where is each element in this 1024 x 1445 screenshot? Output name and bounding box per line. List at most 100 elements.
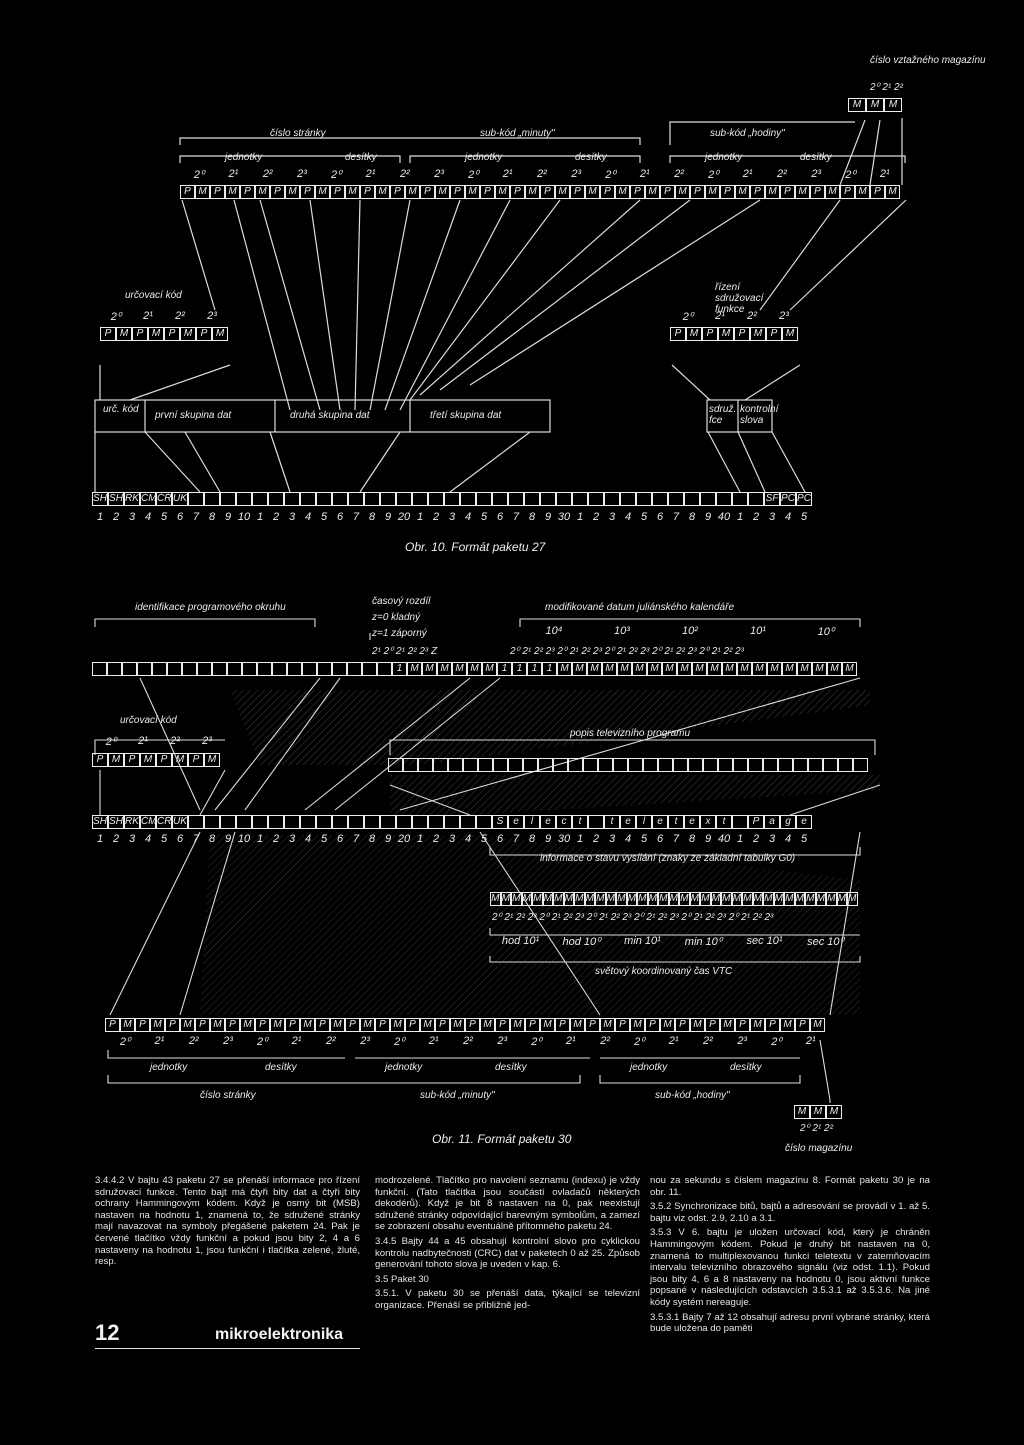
packet-cell: M: [692, 662, 707, 676]
power-label: 2¹: [143, 310, 153, 322]
byte-number: 4: [464, 511, 472, 523]
pm-cell: M: [140, 753, 156, 767]
power-label: 2¹: [138, 735, 148, 747]
power-label: 2⁰: [119, 1036, 131, 1048]
pm-cell: P: [124, 753, 140, 767]
jednotky-b: jednotky: [150, 1062, 188, 1073]
byte-cell: [476, 815, 492, 829]
packet-cell: M: [662, 662, 677, 676]
select-cell: e: [508, 815, 524, 829]
urcovaci-kod-label: určovací kód: [125, 290, 182, 301]
popis-cell: [628, 758, 643, 772]
power-label: 2²: [399, 168, 410, 180]
byte-cell: [508, 492, 524, 506]
byte-cell: [268, 815, 284, 829]
byte-cell: [204, 815, 220, 829]
paragraph: modrozelené. Tlačítko pro navolení sezna…: [375, 1175, 640, 1233]
pm-cell: P: [375, 1018, 390, 1032]
pm-cell: P: [450, 185, 465, 199]
mag-cell: M: [826, 1105, 842, 1119]
pm-cell: P: [660, 185, 675, 199]
popis-cell: [643, 758, 658, 772]
packet-cell: M: [722, 662, 737, 676]
byte-cell: [220, 815, 236, 829]
pm-cell: P: [750, 185, 765, 199]
pm-cell: P: [255, 1018, 270, 1032]
byte-number: 3: [448, 511, 456, 523]
byte-cell: [652, 492, 668, 506]
paragraph: 3.5.3.1 Bajty 7 až 12 obsahují adresu pr…: [650, 1311, 930, 1335]
packet-cell: M: [437, 662, 452, 676]
popis-cell: [433, 758, 448, 772]
pm-cell: M: [148, 327, 164, 341]
utc-unit: min 10¹: [624, 935, 661, 947]
byte-number: 3: [768, 511, 776, 523]
sub-kod-hodiny-label: sub-kód „hodiny": [710, 128, 785, 139]
text-column-3: nou za sekundu s číslem magazínu 8. Form…: [650, 1175, 930, 1338]
desitky2-label: desítky: [575, 152, 607, 163]
byte-number: 4: [784, 511, 792, 523]
kontrolni-slova: kontrolní slova: [740, 404, 779, 426]
packet-cell: M: [617, 662, 632, 676]
byte-number: 2: [432, 511, 440, 523]
select-cell: P: [748, 815, 764, 829]
pm-cell: M: [212, 327, 228, 341]
pm-cell: P: [465, 1018, 480, 1032]
power-label: 2⁰: [193, 169, 205, 181]
byte-number: 6: [336, 833, 344, 845]
power-label: 2²: [463, 1035, 473, 1047]
byte-number: 7: [672, 511, 680, 523]
packet-cell: [287, 662, 302, 676]
byte-number: 3: [608, 511, 616, 523]
byte-cell: ČM: [140, 492, 156, 506]
popis-cell: [463, 758, 478, 772]
utc-cell: M: [647, 892, 658, 906]
pm-cell: M: [270, 1018, 285, 1032]
utc-cell: M: [626, 892, 637, 906]
select-cell: l: [636, 815, 652, 829]
power-label: 2¹: [291, 1035, 302, 1047]
byte-number: 1: [256, 833, 264, 845]
prvni-skupina: první skupina dat: [155, 410, 232, 421]
byte-cell: [716, 492, 732, 506]
utc-cell: M: [595, 892, 606, 906]
byte-cell: [492, 492, 508, 506]
packet-cell: M: [827, 662, 842, 676]
power-label: 2¹: [879, 168, 890, 180]
packet-cell: [107, 662, 122, 676]
select-cell: e: [652, 815, 668, 829]
byte-cell: [236, 492, 252, 506]
pm-cell: M: [750, 1018, 765, 1032]
power-label: 2¹: [742, 168, 753, 180]
byte-number: 3: [288, 511, 296, 523]
pm-cell: M: [810, 1018, 825, 1032]
popis-cell: [853, 758, 868, 772]
pm-cell: P: [645, 1018, 660, 1032]
power-label: 2²: [747, 310, 757, 322]
packet-cell: [272, 662, 287, 676]
popis-cell: [733, 758, 748, 772]
cislo-stranky-label: číslo stránky: [270, 128, 326, 139]
byte-cell: [604, 492, 620, 506]
packet-cell: M: [677, 662, 692, 676]
byte-cell: UK: [172, 815, 188, 829]
pm-cell: P: [734, 327, 750, 341]
select-cell: g: [780, 815, 796, 829]
popis-cell: [778, 758, 793, 772]
select-cell: [732, 815, 748, 829]
byte-cell: UK: [172, 492, 188, 506]
pm-cell: P: [480, 185, 495, 199]
packet-cell: 1: [527, 662, 542, 676]
byte-cell: [732, 492, 748, 506]
utc-cell: M: [511, 892, 522, 906]
rizeni-label: řízení sdružovací funkce: [715, 282, 764, 315]
byte-number: 30: [557, 511, 571, 523]
pm-cell: M: [435, 185, 450, 199]
pm-cell: M: [255, 185, 270, 199]
pm-cell: P: [585, 1018, 600, 1032]
mag-label-1: číslo vztažného magazínu: [870, 55, 986, 66]
